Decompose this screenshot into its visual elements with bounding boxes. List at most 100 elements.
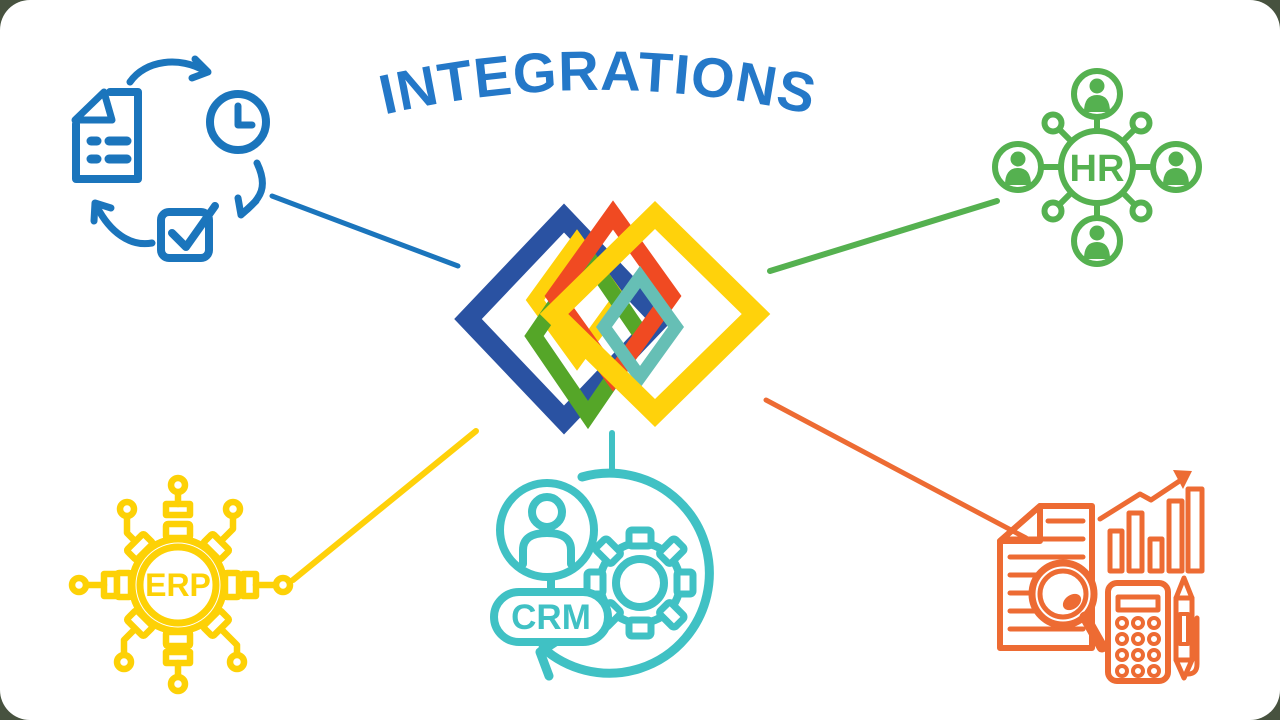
customer-body — [519, 529, 575, 568]
calculator-button — [1115, 632, 1129, 646]
person-body — [1084, 242, 1110, 259]
customer-gear-sync-icon: CRM — [490, 468, 714, 681]
person-head — [1168, 151, 1184, 167]
connector-lines — [269, 193, 1029, 583]
calculator-button — [1147, 648, 1161, 662]
hr-spoke — [1120, 127, 1137, 144]
connector-workflow-line — [269, 193, 461, 269]
bar-chart-bar — [1166, 498, 1185, 574]
crm-gear-tooth — [629, 620, 651, 636]
magnifier-handle — [1079, 611, 1108, 653]
calculator-button — [1147, 664, 1161, 678]
hr-node-circle — [1041, 199, 1065, 223]
erp-node-circle — [167, 474, 189, 496]
trend-arrow-line — [1097, 475, 1187, 522]
pen-cap — [1173, 575, 1195, 601]
connector-hr-line — [767, 198, 1000, 274]
crm-gear-tooth — [595, 538, 622, 565]
logo-large-yellow-square — [539, 200, 771, 428]
person-icon — [992, 141, 1044, 193]
erp-node-circle — [113, 651, 135, 673]
calculator-button — [1147, 632, 1161, 646]
checkbox-icon — [157, 208, 213, 262]
checkbox-checkmark — [168, 202, 219, 251]
crm-pill — [490, 588, 612, 646]
calculator-button — [1115, 664, 1129, 678]
connected-gear-icon: ERP — [68, 474, 294, 695]
erp-inner-circle — [136, 543, 220, 627]
cycle-arrowhead-top — [188, 55, 212, 82]
magnifier-lens — [1037, 568, 1089, 620]
report-analysis-icon — [997, 470, 1205, 684]
hr-spoke — [1120, 190, 1137, 207]
erp-node-circle — [68, 574, 90, 596]
calculator-button — [1115, 648, 1129, 662]
hr-spoke — [1057, 127, 1074, 144]
erp-node-circle — [272, 574, 294, 596]
hr-node-circle — [1129, 111, 1153, 135]
bar-chart-bar — [1107, 528, 1125, 574]
crm-label: CRM — [511, 598, 591, 637]
erp-node-circle — [226, 651, 248, 673]
erp-gear-tooth — [166, 524, 190, 538]
bar-chart-bar — [1185, 486, 1205, 574]
erp-label: ERP — [145, 567, 211, 603]
calculator-button — [1131, 632, 1145, 646]
customer-head — [528, 493, 566, 531]
clock-icon — [206, 90, 270, 154]
connector-erp-line — [290, 428, 479, 583]
person-icon — [1071, 68, 1123, 120]
calculator-button — [1131, 664, 1145, 678]
clock-hands — [234, 102, 256, 129]
person-body — [1084, 95, 1110, 112]
person-icon — [1150, 141, 1202, 193]
calculator-button — [1115, 616, 1129, 630]
calculator-display — [1115, 594, 1161, 613]
hr-node-circle — [1041, 111, 1065, 135]
hr-label: HR — [1070, 148, 1125, 190]
people-network-icon: HR — [992, 68, 1202, 267]
person-body — [1005, 168, 1031, 185]
person-icon — [1071, 215, 1123, 267]
person-head — [1089, 78, 1105, 94]
document-fold-icon — [71, 88, 116, 124]
crm-gear-tooth — [677, 572, 693, 594]
bar-chart-bar — [1147, 536, 1165, 574]
erp-node-circle — [222, 498, 244, 520]
cycle-arrow-left — [93, 203, 156, 248]
bar-chart-bar — [1126, 510, 1145, 574]
crm-gear-hole — [612, 555, 668, 611]
person-body — [1163, 168, 1189, 185]
calculator-button — [1131, 616, 1145, 630]
connector-finance-line — [763, 397, 1029, 541]
interlocking-squares-logo — [454, 200, 771, 435]
calculator-button — [1131, 648, 1145, 662]
document-clock-checkbox-cycle-icon — [71, 55, 270, 262]
calculator-button — [1147, 616, 1161, 630]
page-title-text: INTEGRATIONS — [373, 39, 821, 126]
hr-node-circle — [1129, 199, 1153, 223]
logo-teal-square — [595, 265, 685, 389]
crm-gear-tooth — [658, 538, 685, 565]
pen-tip — [1173, 657, 1195, 681]
hr-center-circle — [1058, 128, 1136, 206]
sync-arrow-arc — [538, 468, 714, 678]
person-head — [1010, 151, 1026, 167]
erp-gear-tooth — [225, 573, 239, 597]
erp-gear-tooth — [117, 573, 131, 597]
document-icon — [72, 88, 142, 183]
cycle-arrow-top — [126, 58, 209, 86]
crm-gear-tooth — [658, 601, 685, 628]
pen-clip — [1185, 615, 1200, 677]
cycle-arrowhead-left — [90, 199, 115, 225]
hr-spoke — [1057, 190, 1074, 207]
page-title: INTEGRATIONS — [373, 39, 822, 126]
erp-gear-tooth — [166, 632, 190, 646]
trend-arrowhead — [1173, 470, 1192, 489]
pen-grip — [1178, 612, 1190, 646]
erp-node-circle — [167, 673, 189, 695]
person-head — [1089, 225, 1105, 241]
erp-node-circle — [116, 498, 138, 520]
